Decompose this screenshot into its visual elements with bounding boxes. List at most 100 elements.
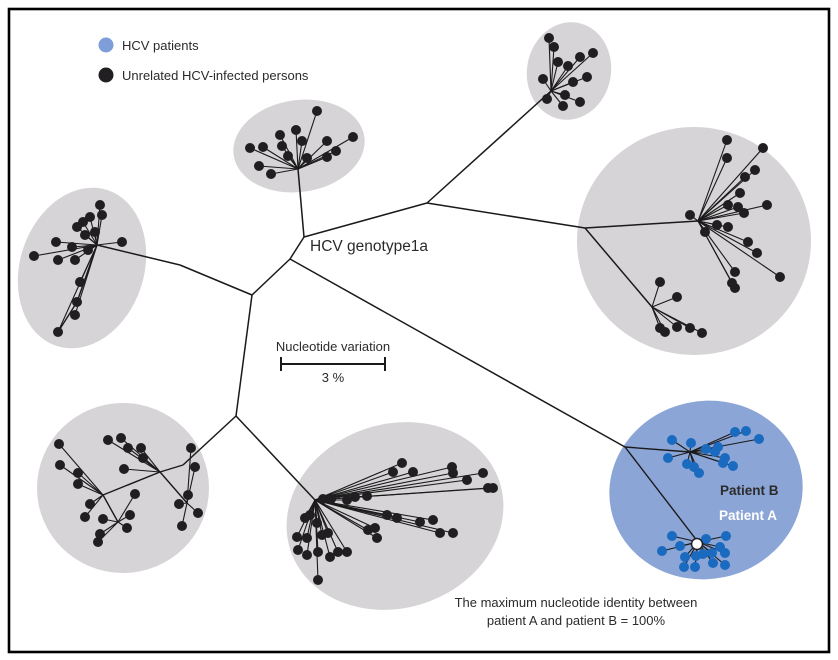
unrelated-taxon-dot — [266, 169, 276, 179]
unrelated-taxon-dot — [67, 242, 77, 252]
fan-branch-line — [123, 468, 161, 473]
unrelated-taxon-dot — [722, 135, 732, 145]
unrelated-taxon-dot — [300, 513, 310, 523]
fan-branch-line — [697, 206, 739, 222]
cluster-branch-line — [57, 301, 78, 333]
unrelated-taxon-dot — [119, 464, 129, 474]
unrelated-taxon-dot — [350, 492, 360, 502]
cluster-branch-line — [624, 446, 699, 543]
legend-hcv-patients-dot-icon — [98, 37, 114, 53]
figure-border — [7, 7, 831, 654]
unrelated-taxon-dot — [762, 200, 772, 210]
unrelated-taxon-dot — [258, 142, 268, 152]
cluster-ellipse — [37, 403, 209, 573]
unrelated-taxon-dot — [553, 57, 563, 67]
patient-taxon-dot — [701, 534, 711, 544]
patient-taxon-dot — [686, 438, 696, 448]
cluster-ellipse — [577, 127, 811, 355]
unrelated-taxon-dot — [333, 547, 343, 557]
index-case-dot — [690, 537, 704, 551]
unrelated-taxon-dot — [363, 525, 373, 535]
unrelated-taxon-dot — [95, 200, 105, 210]
fan-branch-line — [550, 46, 555, 92]
unrelated-taxon-dot — [53, 255, 63, 265]
cluster-branch-line — [159, 464, 184, 473]
unrelated-taxon-dot — [123, 443, 133, 453]
unrelated-taxon-dot — [563, 61, 573, 71]
unrelated-taxon-dot — [397, 458, 407, 468]
unrelated-taxon-dot — [183, 490, 193, 500]
unrelated-taxon-dot — [322, 152, 332, 162]
fan-branch-line — [140, 447, 161, 473]
unrelated-taxon-dot — [302, 550, 312, 560]
unrelated-taxon-dot — [730, 283, 740, 293]
patient-taxon-dot — [701, 444, 711, 454]
fan-branch-line — [258, 165, 299, 170]
unrelated-taxon-dot — [122, 523, 132, 533]
unrelated-taxon-dot — [70, 310, 80, 320]
unrelated-taxon-dot — [190, 462, 200, 472]
unrelated-taxon-dot — [326, 494, 336, 504]
fan-branch-line — [77, 472, 104, 496]
caption-line-2: patient A and patient B = 100% — [487, 613, 666, 628]
unrelated-taxon-dot — [743, 237, 753, 247]
unrelated-taxon-dot — [685, 323, 695, 333]
fan-branch-line — [314, 499, 339, 553]
legend-unrelated-dot-icon — [98, 67, 114, 83]
backbone-branch-line — [289, 236, 305, 260]
backbone-branch-line — [584, 227, 653, 308]
unrelated-taxon-dot — [388, 467, 398, 477]
unrelated-taxon-dot — [75, 277, 85, 287]
patient-taxon-dot — [682, 459, 692, 469]
patient-taxon-dot — [710, 447, 720, 457]
unrelated-taxon-dot — [488, 483, 498, 493]
unrelated-taxon-dot — [83, 245, 93, 255]
unrelated-taxon-dot — [103, 435, 113, 445]
unrelated-taxon-dot — [130, 489, 140, 499]
fan-branch-line — [697, 192, 741, 222]
unrelated-taxon-dot — [697, 328, 707, 338]
legend-unrelated-label: Unrelated HCV-infected persons — [122, 68, 309, 83]
patient-taxon-dot — [679, 562, 689, 572]
fan-branch-line — [314, 466, 453, 501]
unrelated-taxon-dot — [730, 267, 740, 277]
unrelated-taxon-dot — [739, 208, 749, 218]
unrelated-taxon-dot — [95, 529, 105, 539]
fan-branch-line — [697, 212, 745, 222]
unrelated-taxon-dot — [72, 222, 82, 232]
fan-branch-line — [550, 52, 594, 92]
unrelated-taxon-dot — [51, 237, 61, 247]
unrelated-taxon-dot — [435, 528, 445, 538]
unrelated-taxon-dot — [582, 72, 592, 82]
patient-cluster-ellipse — [609, 400, 803, 580]
fan-branch-line — [314, 499, 319, 581]
unrelated-taxon-dot — [342, 547, 352, 557]
patient-taxon-dot — [721, 531, 731, 541]
unrelated-taxon-dot — [685, 210, 695, 220]
fan-branch-line — [297, 499, 316, 551]
backbone-branch-line — [584, 220, 699, 229]
patient-taxon-dot — [741, 426, 751, 436]
unrelated-taxon-dot — [312, 106, 322, 116]
unrelated-taxon-dot — [408, 467, 418, 477]
unrelated-taxon-dot — [575, 52, 585, 62]
patient-taxon-dot — [675, 541, 685, 551]
unrelated-taxon-dot — [312, 518, 322, 528]
unrelated-taxon-dot — [462, 475, 472, 485]
fan-branch-line — [697, 204, 768, 222]
unrelated-taxon-dot — [29, 251, 39, 261]
unrelated-taxon-dot — [283, 151, 293, 161]
unrelated-taxon-dot — [291, 125, 301, 135]
unrelated-taxon-dot — [735, 188, 745, 198]
unrelated-taxon-dot — [723, 200, 733, 210]
scale-bar-title: Nucleotide variation — [276, 339, 390, 354]
labels-layer: HCV patients Unrelated HCV-infected pers… — [98, 37, 779, 628]
backbone-branch-line — [251, 258, 291, 296]
fan-branch-line — [689, 451, 726, 459]
fan-branch-line — [697, 220, 749, 243]
fan-branch-line — [314, 499, 434, 521]
tree-generated-layer — [17, 22, 811, 610]
unrelated-taxon-dot — [302, 153, 312, 163]
unrelated-taxon-dot — [85, 212, 95, 222]
